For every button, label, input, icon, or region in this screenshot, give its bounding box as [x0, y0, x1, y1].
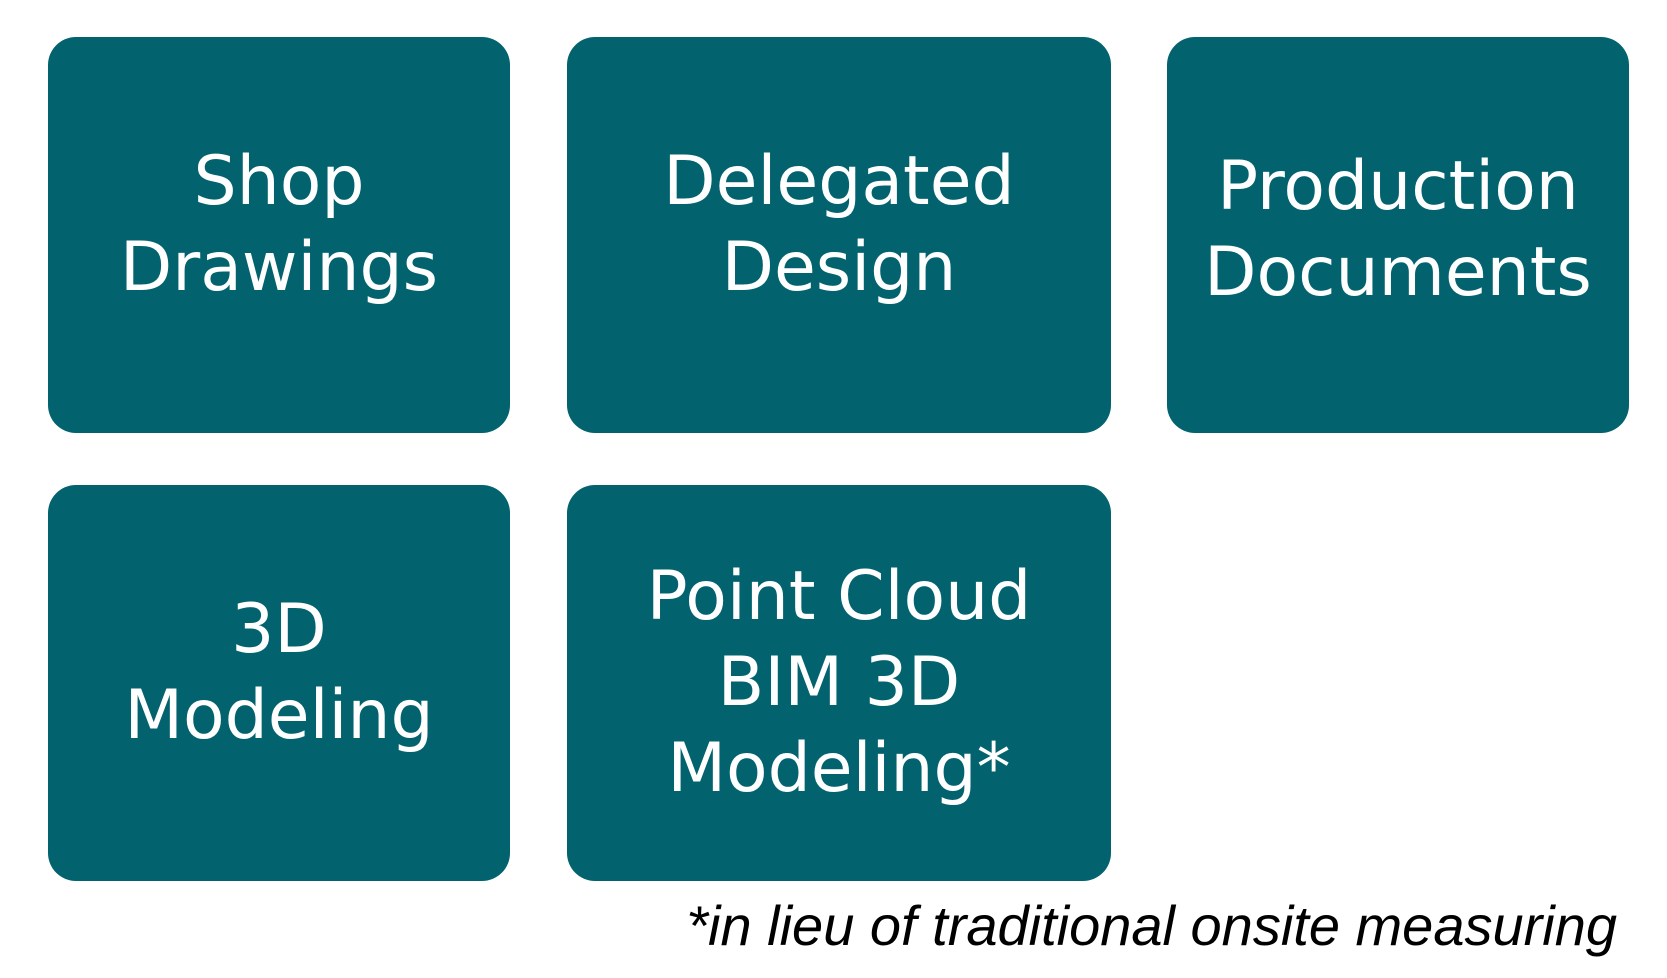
tile-3d-modeling: 3D Modeling: [48, 485, 510, 881]
tile-label: Delegated Design: [663, 142, 1015, 307]
tile-delegated-design: Delegated Design: [567, 37, 1111, 433]
tile-production-documents: Production Documents: [1167, 37, 1629, 433]
tile-label: Point Cloud BIM 3D Modeling*: [646, 557, 1032, 808]
tile-label: Production Documents: [1204, 147, 1592, 312]
tile-label: Shop Drawings: [119, 142, 439, 307]
tile-shop-drawings: Shop Drawings: [48, 37, 510, 433]
footnote: *in lieu of traditional onsite measuring: [686, 894, 1617, 957]
tile-point-cloud-bim: Point Cloud BIM 3D Modeling*: [567, 485, 1111, 881]
tile-label: 3D Modeling: [124, 590, 434, 755]
